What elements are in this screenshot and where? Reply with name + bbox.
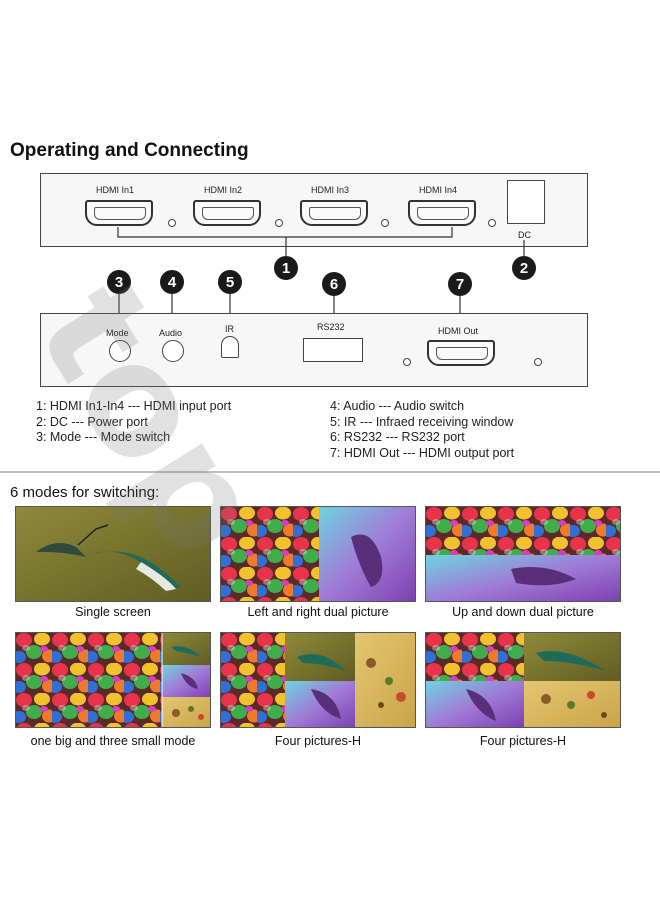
rs232-port xyxy=(303,338,363,362)
mode-left-right-dual xyxy=(220,506,416,602)
dc-power-port xyxy=(507,180,545,224)
ir-label: IR xyxy=(225,324,234,334)
mode-caption: one big and three small mode xyxy=(30,734,196,748)
hdmi-in3-label: HDMI In3 xyxy=(311,185,350,195)
mode-caption: Single screen xyxy=(75,605,151,619)
audio-jack xyxy=(162,340,184,362)
four-picture-image xyxy=(221,633,415,727)
callout-6: 6 xyxy=(322,272,346,296)
hdmi-in4-port xyxy=(408,200,476,226)
modes-title: 6 modes for switching: xyxy=(10,484,160,501)
hummingbird-image xyxy=(16,507,210,601)
mode-single-screen xyxy=(15,506,211,602)
legend-item: 1: HDMI In1-In4 --- HDMI input port xyxy=(36,399,232,413)
mode-switch-jack xyxy=(109,340,131,362)
mode-one-big-three-small xyxy=(15,632,211,728)
dc-label: DC xyxy=(518,230,531,240)
callout-7: 7 xyxy=(448,272,472,296)
led-indicator xyxy=(275,219,283,227)
callout-1: 1 xyxy=(274,256,298,280)
led-indicator xyxy=(534,358,542,366)
mode-caption: Four pictures-H xyxy=(479,734,567,748)
legend-item: 3: Mode --- Mode switch xyxy=(36,430,171,444)
audio-label: Audio xyxy=(159,328,183,338)
mode-label: Mode xyxy=(106,328,129,338)
hdmi-in2-port xyxy=(193,200,261,226)
led-indicator xyxy=(488,219,496,227)
dual-picture-image xyxy=(426,507,620,601)
hdmi-in1-label: HDMI In1 xyxy=(96,185,135,195)
rs232-label: RS232 xyxy=(317,322,345,332)
dual-picture-image xyxy=(221,507,415,601)
hdmi-out-label: HDMI Out xyxy=(438,326,479,336)
callout-5: 5 xyxy=(218,270,242,294)
legend-item: 4: Audio --- Audio switch xyxy=(330,399,465,413)
legend-right: 4: Audio --- Audio switch 5: IR --- Infr… xyxy=(330,399,514,461)
led-indicator xyxy=(381,219,389,227)
multi-picture-image xyxy=(16,633,210,727)
legend-item: 6: RS232 --- RS232 port xyxy=(330,430,465,444)
callout-2: 2 xyxy=(512,256,536,280)
hdmi-in4-label: HDMI In4 xyxy=(419,185,458,195)
mode-four-pictures-h-1 xyxy=(220,632,416,728)
section-divider xyxy=(0,471,660,473)
mode-caption: Up and down dual picture xyxy=(452,605,594,619)
led-indicator xyxy=(403,358,411,366)
led-indicator xyxy=(168,219,176,227)
ir-window xyxy=(221,336,239,358)
legend-item: 7: HDMI Out --- HDMI output port xyxy=(330,445,515,460)
mode-caption: Four pictures-H xyxy=(274,734,362,748)
hdmi-in2-label: HDMI In2 xyxy=(204,185,243,195)
callout-4: 4 xyxy=(160,270,184,294)
mode-up-down-dual xyxy=(425,506,621,602)
hdmi-out-port xyxy=(427,340,495,366)
legend-item: 5: IR --- Infraed receiving window xyxy=(330,414,514,429)
front-panel: HDMI In1 HDMI In2 HDMI In3 HDMI In4 DC xyxy=(40,173,588,247)
four-picture-image xyxy=(426,633,620,727)
mode-four-pictures-h-2 xyxy=(425,632,621,728)
hdmi-in3-port xyxy=(300,200,368,226)
legend-item: 2: DC --- Power port xyxy=(36,414,148,429)
callout-3: 3 xyxy=(107,270,131,294)
legend-left: 1: HDMI In1-In4 --- HDMI input port 2: D… xyxy=(36,399,231,446)
back-panel: Mode Audio IR RS232 HDMI Out xyxy=(40,313,588,387)
hdmi-in1-port xyxy=(85,200,153,226)
section-title: Operating and Connecting xyxy=(10,140,249,161)
mode-caption: Left and right dual picture xyxy=(247,605,389,619)
